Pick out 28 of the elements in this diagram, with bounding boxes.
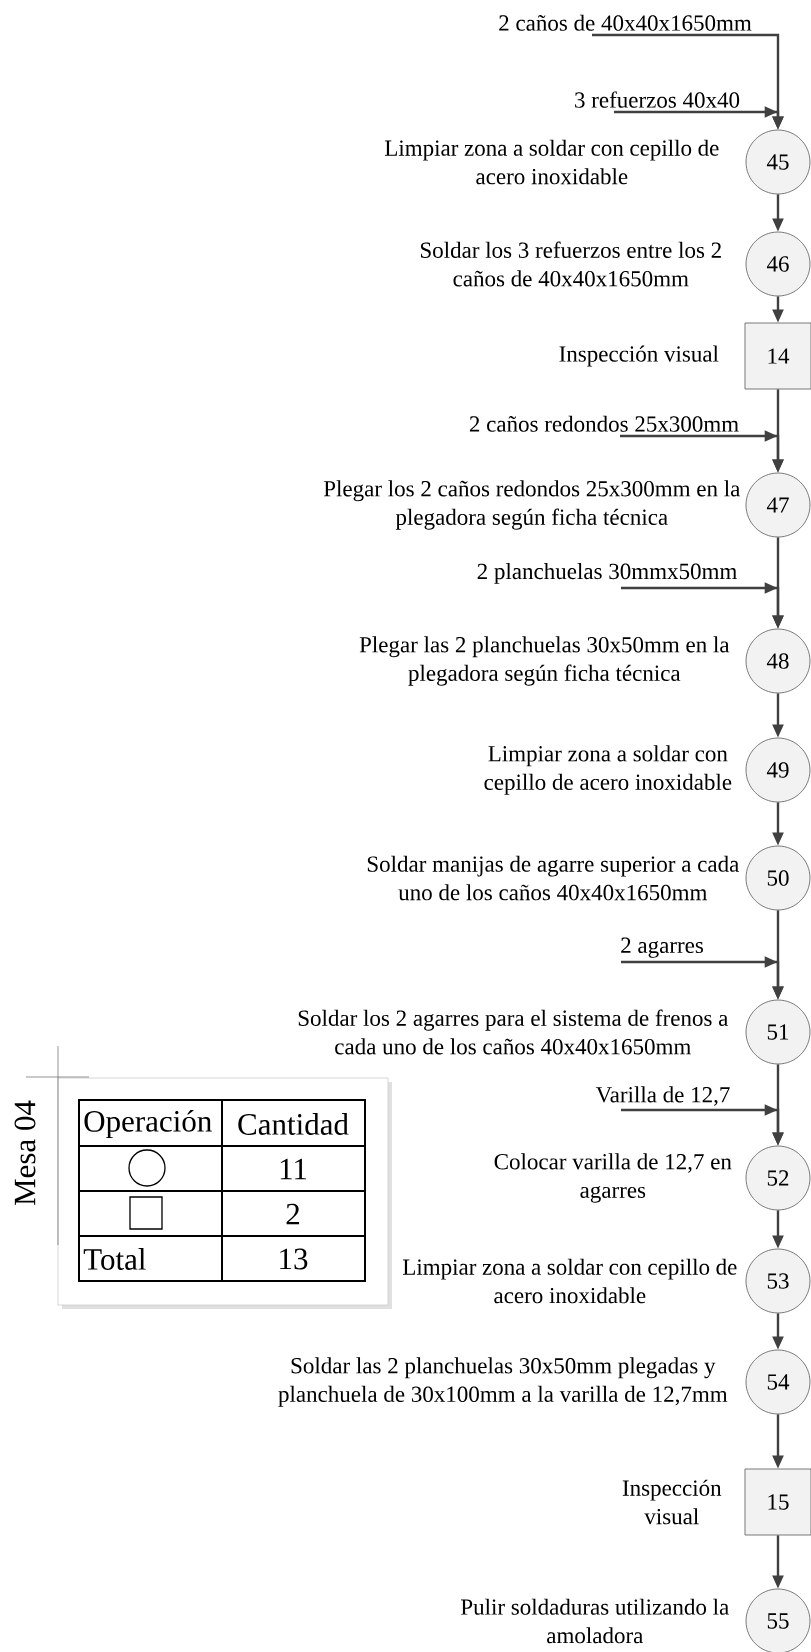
step-description: Plegar los 2 caños redondos 25x300mm en la plegadora según ficha técnica (323, 480, 741, 530)
step-description: Limpiar zona a soldar con cepillo de acero inoxidable (484, 745, 732, 795)
input-label: 2 agarres (621, 937, 703, 958)
inspection-box: 14 (744, 322, 811, 390)
step-description: Inspección visual (559, 345, 719, 367)
input-label: 2 planchuelas 30mmx50mm (477, 562, 737, 584)
step-description: Pulir soldaduras utilizando la amoladora (461, 1598, 729, 1644)
step-description: Limpiar zona a soldar con cepillo de acero inoxidable (402, 1258, 737, 1304)
count-value: 2 (286, 1203, 300, 1225)
step-description: Inspección visual (622, 1479, 722, 1525)
step-description: Plegar las 2 planchuelas 30x50mm en la plegadora según ficha técnica (359, 636, 730, 686)
step-description: Soldar manijas de agarre superior a cada uno de los caños 40x40x1650mm (367, 855, 739, 901)
step-description: Soldar los 3 refuerzos entre los 2 caños de 40x40x1650mm (420, 241, 721, 287)
input-label: 2 caños redondos 25x300mm (469, 415, 739, 432)
step-description: Colocar varilla de 12,7 en agarres (494, 1153, 732, 1203)
step-description: Soldar las 2 planchuelas 30x50mm plegadas y planchuela de 30x100mm a la varilla de 12,7mm (278, 1357, 728, 1407)
row-label: Total (83, 1248, 146, 1270)
input-label: 2 caños de 40x40x1650mm (499, 14, 752, 31)
count-value: 11 (280, 1158, 307, 1180)
column-header: Operación (84, 1109, 212, 1139)
input-label: Varilla de 12,7 (595, 1086, 730, 1106)
step-description: Limpiar zona a soldar con cepillo de acero inoxidable (384, 139, 719, 185)
input-label: 3 refuerzos 40x40 (575, 91, 740, 108)
step-description: Soldar los 2 agarres para el sistema de frenos a cada uno de los caños 40x40x1650mm (298, 1009, 729, 1055)
column-header: Cantidad (238, 1113, 349, 1135)
side-label: Mesa 04 (14, 1100, 36, 1206)
inspection-box: 15 (744, 1468, 811, 1536)
count-value: 13 (280, 1248, 308, 1270)
